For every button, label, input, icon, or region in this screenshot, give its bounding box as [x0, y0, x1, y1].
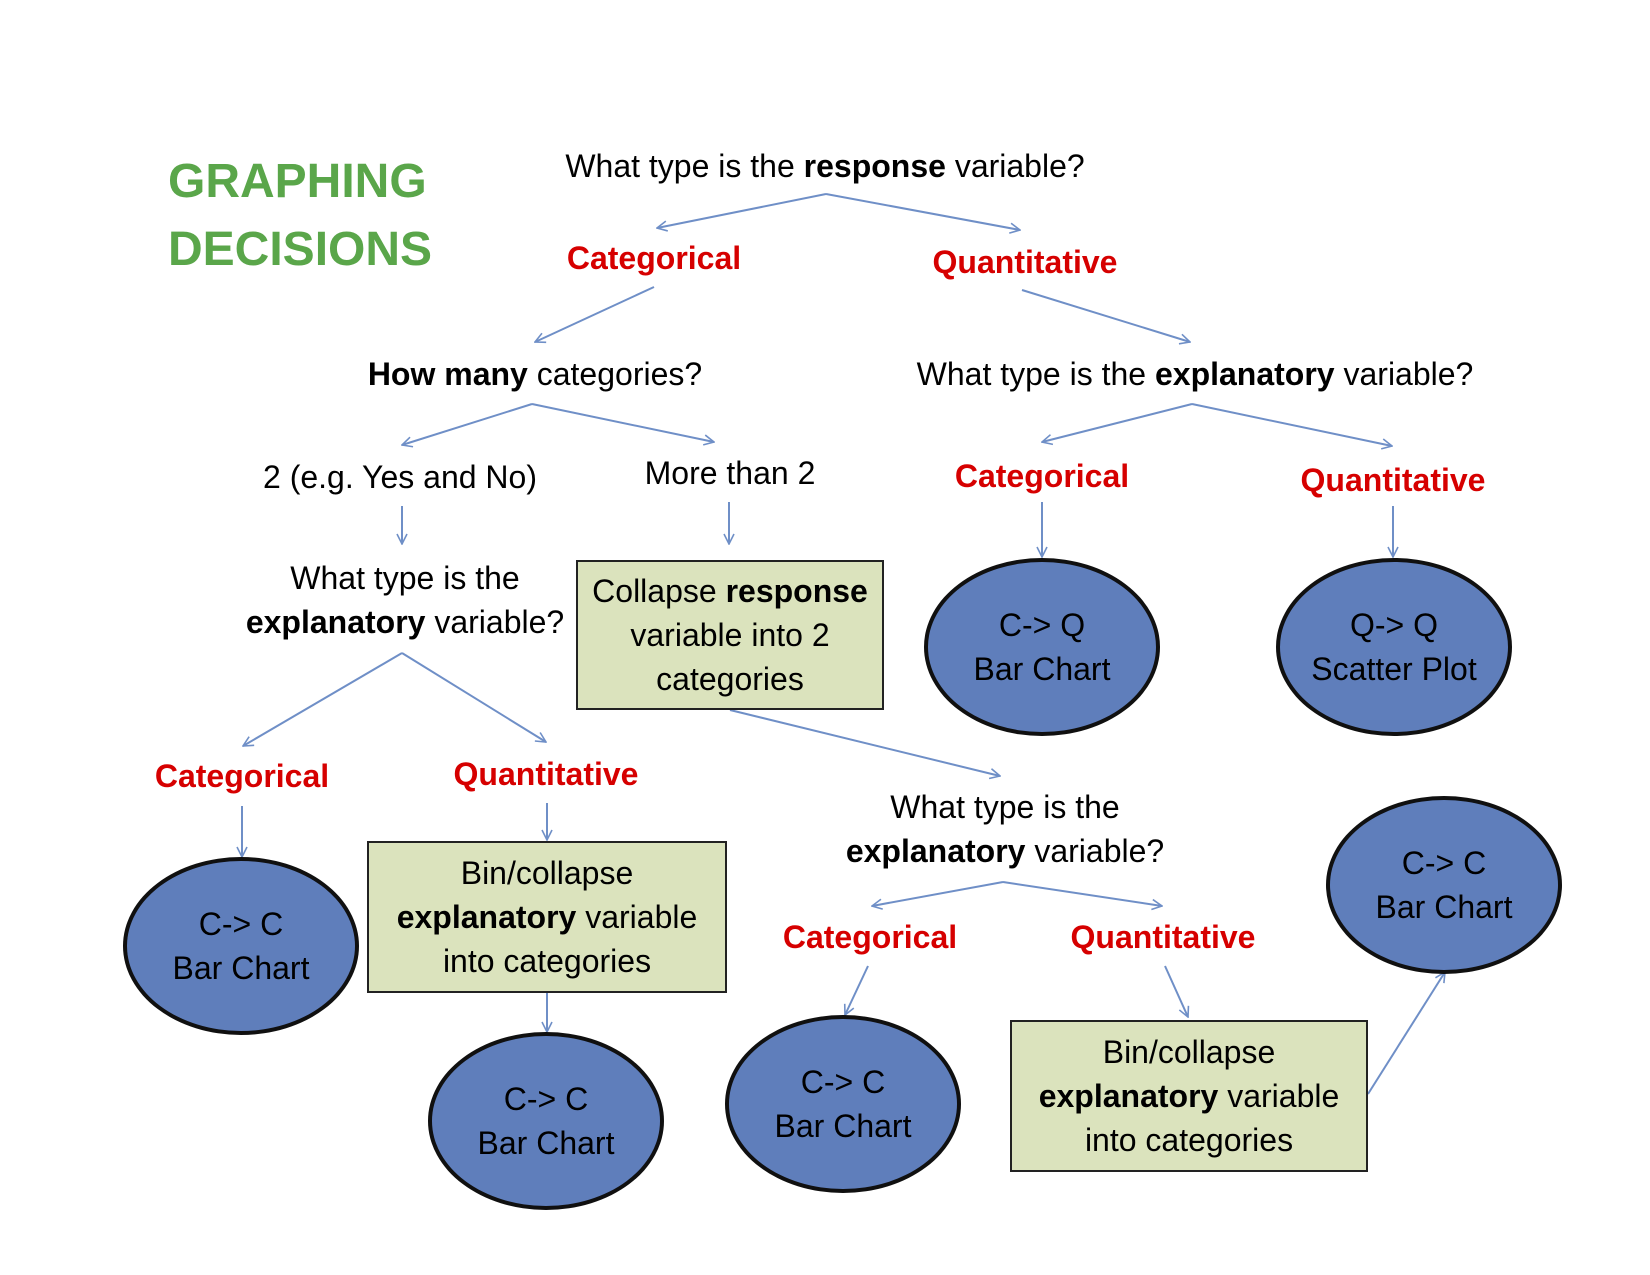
oval-left-c-to-c-bar-chart: C-> C Bar Chart [123, 857, 359, 1035]
oval-c-to-q-bar-chart: C-> Q Bar Chart [924, 558, 1160, 736]
emphasis-response: response [803, 148, 946, 184]
label-response-quantitative: Quantitative [932, 244, 1118, 280]
question-explanatory-mid: What type is the explanatory variable? [845, 789, 1165, 869]
arrow-explanatory-to-categorical [1042, 403, 1193, 442]
arrow-mid-categorical-down [845, 965, 869, 1015]
oval-right-c-to-c-bar-chart: C-> C Bar Chart [1326, 796, 1562, 974]
oval-mid-c-to-c-bar-chart: C-> C Bar Chart [428, 1032, 664, 1210]
collapse-response-box: Collapse response variable into 2 catego… [576, 560, 884, 710]
option-more-than-two: More than 2 [644, 455, 816, 491]
diagram-title: GRAPHING DECISIONS [168, 148, 432, 284]
question-how-many: How many categories? [367, 356, 703, 392]
label-mid-quantitative: Quantitative [1070, 919, 1256, 955]
arrow-collapse-to-mid-question [729, 709, 1000, 776]
arrow-quantitative-to-explanatory [1021, 289, 1190, 342]
arrow-response-to-quantitative [825, 193, 1020, 230]
arrow-howmany-to-more [531, 403, 714, 442]
bin-explanatory-box-right: Bin/collapse explanatory variable into c… [1010, 1020, 1368, 1172]
arrow-explanatory-to-quantitative [1191, 403, 1392, 446]
question-explanatory-left: What type is the explanatory variable? [245, 560, 565, 640]
arrow-categorical-to-howmany [535, 286, 655, 342]
bin-explanatory-box-left: Bin/collapse explanatory variable into c… [367, 841, 727, 993]
label-left-quantitative: Quantitative [453, 756, 639, 792]
question-explanatory-right: What type is the explanatory variable? [916, 356, 1474, 392]
arrow-left-explanatory-to-categorical [243, 652, 403, 746]
arrow-mid-question-to-categorical [872, 881, 1004, 906]
arrow-howmany-to-two [402, 403, 533, 445]
label-response-categorical: Categorical [566, 240, 742, 276]
label-right-categorical: Categorical [954, 458, 1130, 494]
option-two-categories: 2 (e.g. Yes and No) [263, 459, 537, 495]
title-line-2: DECISIONS [168, 223, 433, 276]
label-right-quantitative: Quantitative [1300, 462, 1486, 498]
oval-q-to-q-scatter-plot: Q-> Q Scatter Plot [1276, 558, 1512, 736]
arrow-mid-quantitative-down [1164, 965, 1188, 1017]
title-line-1: GRAPHING [168, 155, 427, 208]
question-response: What type is the response variable? [565, 148, 1085, 184]
arrow-response-to-categorical [657, 193, 827, 228]
arrow-mid-question-to-quantitative [1002, 881, 1162, 906]
arrow-bin-right-to-oval [1367, 972, 1445, 1095]
label-left-categorical: Categorical [154, 758, 330, 794]
oval-mid2-c-to-c-bar-chart: C-> C Bar Chart [725, 1015, 961, 1193]
arrow-left-explanatory-to-quantitative [401, 652, 546, 742]
label-mid-categorical: Categorical [782, 919, 958, 955]
